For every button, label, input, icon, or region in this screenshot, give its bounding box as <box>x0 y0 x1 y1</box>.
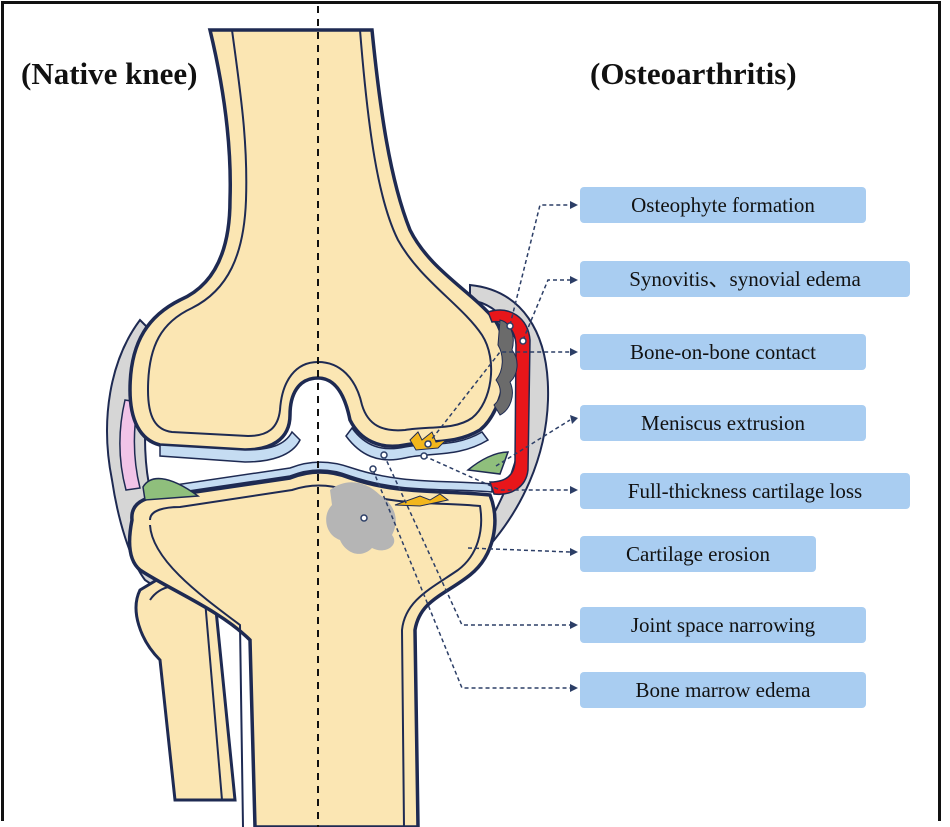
meniscus-right <box>468 452 508 474</box>
label-cartilage-erosion: Cartilage erosion <box>580 536 816 572</box>
dot-joint-space <box>381 452 387 458</box>
arrow-cartilage-loss <box>570 486 578 494</box>
arrow-bone-marrow <box>570 684 578 692</box>
dot-bone-contact <box>425 441 431 447</box>
label-bone-marrow-edema: Bone marrow edema <box>580 672 866 708</box>
label-synovitis: Synovitis、synovial edema <box>580 261 910 297</box>
label-full-thickness-cartilage-loss: Full-thickness cartilage loss <box>580 473 910 509</box>
arrow-cartilage-erosion <box>570 548 578 556</box>
label-osteophyte-formation: Osteophyte formation <box>580 187 866 223</box>
label-joint-space-narrowing: Joint space narrowing <box>580 607 866 643</box>
dot-osteophyte <box>507 323 513 329</box>
dot-edema-center <box>361 515 367 521</box>
label-meniscus-extrusion: Meniscus extrusion <box>580 405 866 441</box>
dot-cartilage-loss <box>421 453 427 459</box>
arrow-bone-contact <box>570 348 578 356</box>
arrow-synovitis <box>570 276 578 284</box>
dot-bone-marrow <box>370 466 376 472</box>
arrow-meniscus <box>570 415 578 424</box>
dot-synovitis <box>520 338 526 344</box>
arrow-joint-space <box>570 621 578 629</box>
label-bone-on-bone-contact: Bone-on-bone contact <box>580 334 866 370</box>
arrow-osteophyte <box>570 201 578 209</box>
